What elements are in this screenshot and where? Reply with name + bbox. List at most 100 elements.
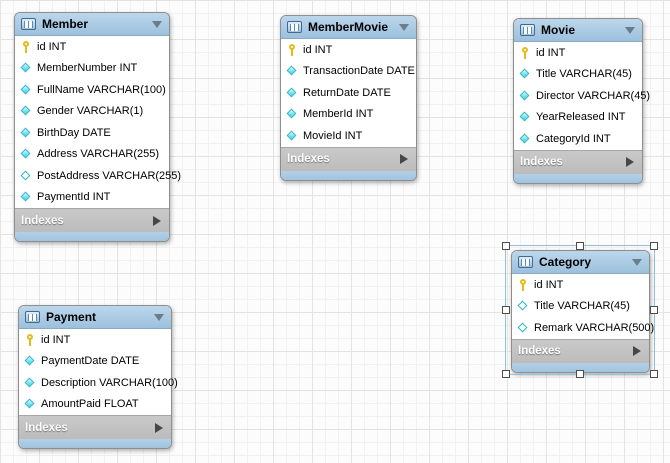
expand-indexes-icon[interactable]: [155, 422, 163, 433]
primary-key-icon: [20, 40, 32, 53]
indexes-bar[interactable]: Indexes: [281, 146, 416, 171]
selection-handle-w[interactable]: [502, 306, 510, 314]
column-label: BirthDay DATE: [37, 126, 111, 139]
table-header[interactable]: Member: [15, 13, 169, 36]
table-bottom-bar: [512, 362, 649, 372]
selection-handle-sw[interactable]: [502, 370, 510, 378]
column-row[interactable]: PostAddress VARCHAR(255): [15, 165, 181, 187]
collapse-arrow-icon[interactable]: [152, 20, 162, 28]
collapse-arrow-icon[interactable]: [625, 26, 635, 34]
collapse-arrow-icon[interactable]: [154, 313, 164, 321]
table-header[interactable]: Payment: [19, 306, 171, 329]
not-null-diamond-icon: [286, 87, 298, 99]
primary-key-icon: [517, 278, 529, 291]
primary-key-icon: [519, 46, 531, 59]
column-label: MovieId INT: [303, 129, 363, 142]
column-label: Address VARCHAR(255): [37, 148, 160, 161]
columns-list: id INT PaymentDate DATE Description VARCHA…: [19, 329, 178, 416]
table-header[interactable]: MemberMovie: [281, 16, 416, 39]
column-row[interactable]: id INT: [15, 36, 169, 58]
column-row[interactable]: FullName VARCHAR(100): [15, 79, 169, 101]
not-null-diamond-icon: [24, 398, 36, 410]
indexes-label: Indexes: [518, 345, 561, 357]
table-title: MemberMovie: [308, 20, 389, 34]
column-row[interactable]: PaymentDate DATE: [19, 351, 171, 373]
not-null-diamond-icon: [20, 127, 32, 139]
column-row[interactable]: id INT: [514, 42, 642, 64]
column-row[interactable]: TransactionDate DATE: [281, 61, 416, 83]
table-bottom-bar: [19, 439, 171, 448]
column-row[interactable]: YearReleased INT: [514, 107, 642, 129]
expand-indexes-icon[interactable]: [633, 346, 641, 356]
not-null-diamond-icon: [286, 108, 298, 120]
indexes-bar[interactable]: Indexes: [514, 149, 642, 174]
collapse-arrow-icon[interactable]: [632, 258, 642, 266]
column-label: id INT: [303, 43, 333, 56]
column-row[interactable]: BirthDay DATE: [15, 122, 169, 144]
column-row[interactable]: MemberNumber INT: [15, 58, 169, 80]
column-label: Director VARCHAR(45): [536, 89, 651, 102]
not-null-diamond-icon: [519, 111, 531, 123]
column-row[interactable]: Address VARCHAR(255): [15, 144, 169, 166]
column-row[interactable]: MemberId INT: [281, 104, 416, 126]
indexes-bar[interactable]: Indexes: [15, 208, 169, 232]
column-row[interactable]: Description VARCHAR(100): [19, 372, 178, 394]
column-row[interactable]: Title VARCHAR(45): [514, 64, 642, 86]
expand-indexes-icon[interactable]: [400, 154, 408, 164]
expand-indexes-icon[interactable]: [153, 215, 161, 226]
column-row[interactable]: AmountPaid FLOAT: [19, 394, 171, 416]
table-node-category[interactable]: Category id INT Title VARCHAR(45)Remark V…: [511, 250, 654, 373]
not-null-diamond-icon: [20, 191, 32, 203]
column-label: id INT: [534, 278, 564, 291]
column-row[interactable]: ReturnDate DATE: [281, 82, 416, 104]
table-node-payment[interactable]: Payment id INT PaymentDate DATE Descriptio…: [18, 305, 178, 449]
column-row[interactable]: CategoryId INT: [514, 128, 642, 150]
column-row[interactable]: PaymentId INT: [15, 187, 169, 209]
table-header[interactable]: Category: [512, 251, 649, 274]
table-title: Category: [539, 255, 592, 269]
not-null-diamond-icon: [20, 148, 32, 160]
column-label: FullName VARCHAR(100): [37, 83, 166, 96]
column-row[interactable]: id INT: [281, 39, 416, 61]
not-null-diamond-icon: [20, 105, 32, 117]
column-label: AmountPaid FLOAT: [41, 398, 139, 411]
indexes-label: Indexes: [25, 421, 68, 434]
column-row[interactable]: Gender VARCHAR(1): [15, 101, 169, 123]
column-row[interactable]: Title VARCHAR(45): [512, 296, 649, 318]
columns-list: id INT Title VARCHAR(45)Remark VARCHAR(50…: [512, 274, 654, 339]
nullable-diamond-icon: [517, 300, 529, 312]
expand-indexes-icon[interactable]: [626, 157, 634, 167]
table-header[interactable]: Movie: [514, 19, 642, 42]
indexes-bar[interactable]: Indexes: [19, 415, 171, 439]
selection-handle-e[interactable]: [650, 306, 658, 314]
indexes-bar[interactable]: Indexes: [512, 338, 649, 363]
column-row[interactable]: id INT: [19, 329, 171, 351]
column-row[interactable]: MovieId INT: [281, 125, 416, 147]
indexes-label: Indexes: [520, 156, 563, 168]
table-icon: [287, 21, 302, 33]
not-null-diamond-icon: [519, 133, 531, 145]
column-row[interactable]: Director VARCHAR(45): [514, 85, 650, 107]
selection-handle-ne[interactable]: [650, 242, 658, 250]
primary-key-icon: [24, 333, 36, 346]
column-label: MemberId INT: [303, 108, 374, 121]
selection-handle-nw[interactable]: [502, 242, 510, 250]
selection-handle-n[interactable]: [576, 242, 584, 250]
indexes-label: Indexes: [21, 214, 64, 227]
collapse-arrow-icon[interactable]: [399, 23, 409, 31]
table-icon: [25, 311, 40, 323]
column-row[interactable]: id INT: [512, 274, 649, 296]
column-label: PaymentDate DATE: [41, 355, 140, 368]
not-null-diamond-icon: [519, 90, 531, 102]
column-label: Gender VARCHAR(1): [37, 105, 144, 118]
not-null-diamond-icon: [24, 377, 36, 389]
selection-handle-se[interactable]: [650, 370, 658, 378]
column-label: CategoryId INT: [536, 132, 611, 145]
selection-handle-s[interactable]: [576, 370, 584, 378]
column-row[interactable]: Remark VARCHAR(500): [512, 317, 654, 339]
